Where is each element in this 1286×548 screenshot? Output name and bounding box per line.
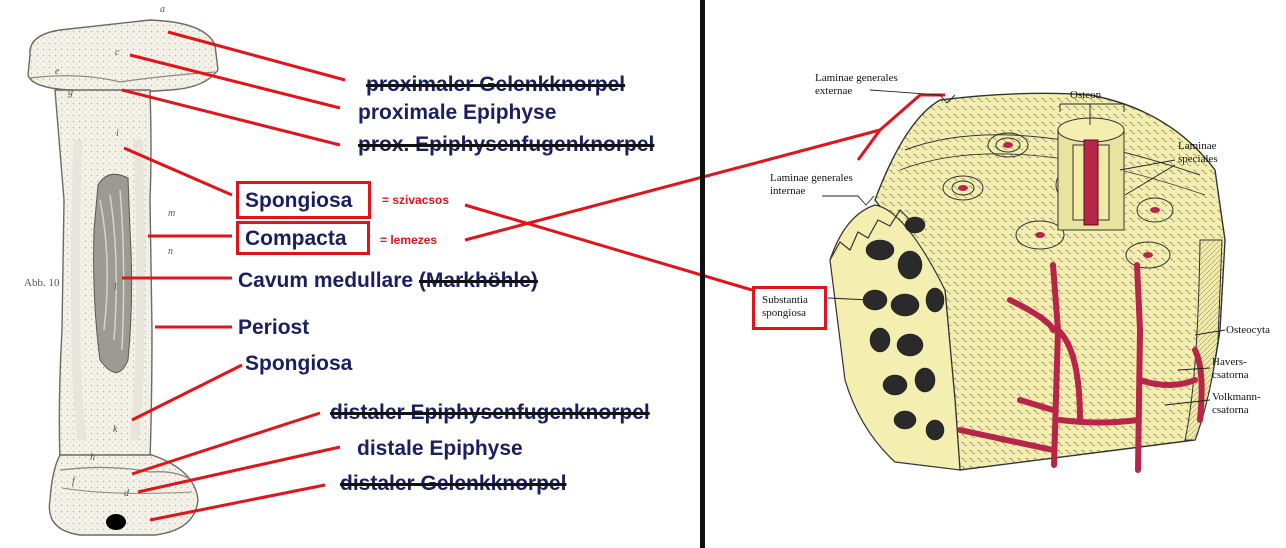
label-cavum-medullare: Cavum medullare (Markhöhle) xyxy=(238,269,538,293)
label-proximal-growth-plate: prox. Epiphysenfugenknorpel xyxy=(358,133,655,156)
note-compacta: = lemezes xyxy=(380,233,438,247)
label-laminae-internae-2: internae xyxy=(770,185,806,197)
bone-letter: i xyxy=(116,128,119,139)
label-proximal-epiphysis: proximale Epiphyse xyxy=(358,101,557,124)
label-osteon: Osteon xyxy=(1070,89,1102,101)
distal-foramen-shape xyxy=(106,514,126,530)
medullary-cavity-shape xyxy=(93,173,133,373)
spongiosa-highlight-box xyxy=(236,181,371,219)
label-laminae-speciales-1: Laminae xyxy=(1178,140,1217,152)
figure-caption: Abb. 10 xyxy=(24,277,60,289)
label-volkmann-1: Volkmann- xyxy=(1212,391,1261,403)
right-leader-lines xyxy=(822,89,1226,406)
bone-letter: k xyxy=(113,424,118,435)
bone-letter: m xyxy=(168,208,176,219)
panel-divider xyxy=(700,0,705,548)
label-distal-growth-plate: distaler Epiphysenfugenknorpel xyxy=(330,401,650,424)
cavum-text: Cavum medullare xyxy=(238,269,414,292)
bone-letter: c xyxy=(115,47,120,58)
bone-letter: d xyxy=(124,488,129,499)
substantia-highlight-box xyxy=(752,286,827,330)
label-proximal-cartilage: proximaler Gelenkknorpel xyxy=(366,73,626,96)
bone-letter: h xyxy=(90,452,95,463)
left-pointer-lines xyxy=(121,30,346,522)
compact-bone-block-illustration xyxy=(829,92,1226,473)
label-substantia-1: Substantia xyxy=(762,294,808,306)
label-distal-epiphysis: distale Epiphyse xyxy=(357,437,523,460)
bone-letter: g xyxy=(68,87,73,98)
label-laminae-speciales-2: speciales xyxy=(1178,153,1218,165)
label-volkmann-2: csatorna xyxy=(1212,404,1249,416)
label-substantia-2: spongiosa xyxy=(762,307,806,319)
label-compacta: Compacta xyxy=(245,227,347,250)
label-havers-2: csatorna xyxy=(1212,369,1249,381)
compacta-highlight-box xyxy=(236,221,370,255)
cavum-strike-text: (Markhöhle) xyxy=(418,269,538,292)
bone-letter: a xyxy=(160,4,165,15)
note-spongiosa: = szivacsos xyxy=(382,193,450,207)
label-distal-cartilage: distaler Gelenkknorpel xyxy=(340,472,567,495)
proximal-epiphysis-shape xyxy=(27,19,219,93)
label-havers-1: Havers- xyxy=(1212,356,1247,368)
bone-letter: e xyxy=(55,66,60,77)
label-laminae-externae-1: Laminae generales xyxy=(815,72,898,84)
bone-letter: l xyxy=(114,282,117,293)
label-periost: Periost xyxy=(238,316,310,339)
label-laminae-internae-1: Laminae generales xyxy=(770,172,853,184)
bone-letter: f xyxy=(72,476,75,487)
label-osteocyta: Osteocyta xyxy=(1226,324,1270,336)
label-spongiosa-bottom: Spongiosa xyxy=(245,352,353,375)
label-laminae-externae-2: externae xyxy=(815,85,853,97)
bone-letter: n xyxy=(168,246,173,257)
label-spongiosa-top: Spongiosa xyxy=(245,189,353,212)
long-bone-illustration xyxy=(27,19,219,536)
